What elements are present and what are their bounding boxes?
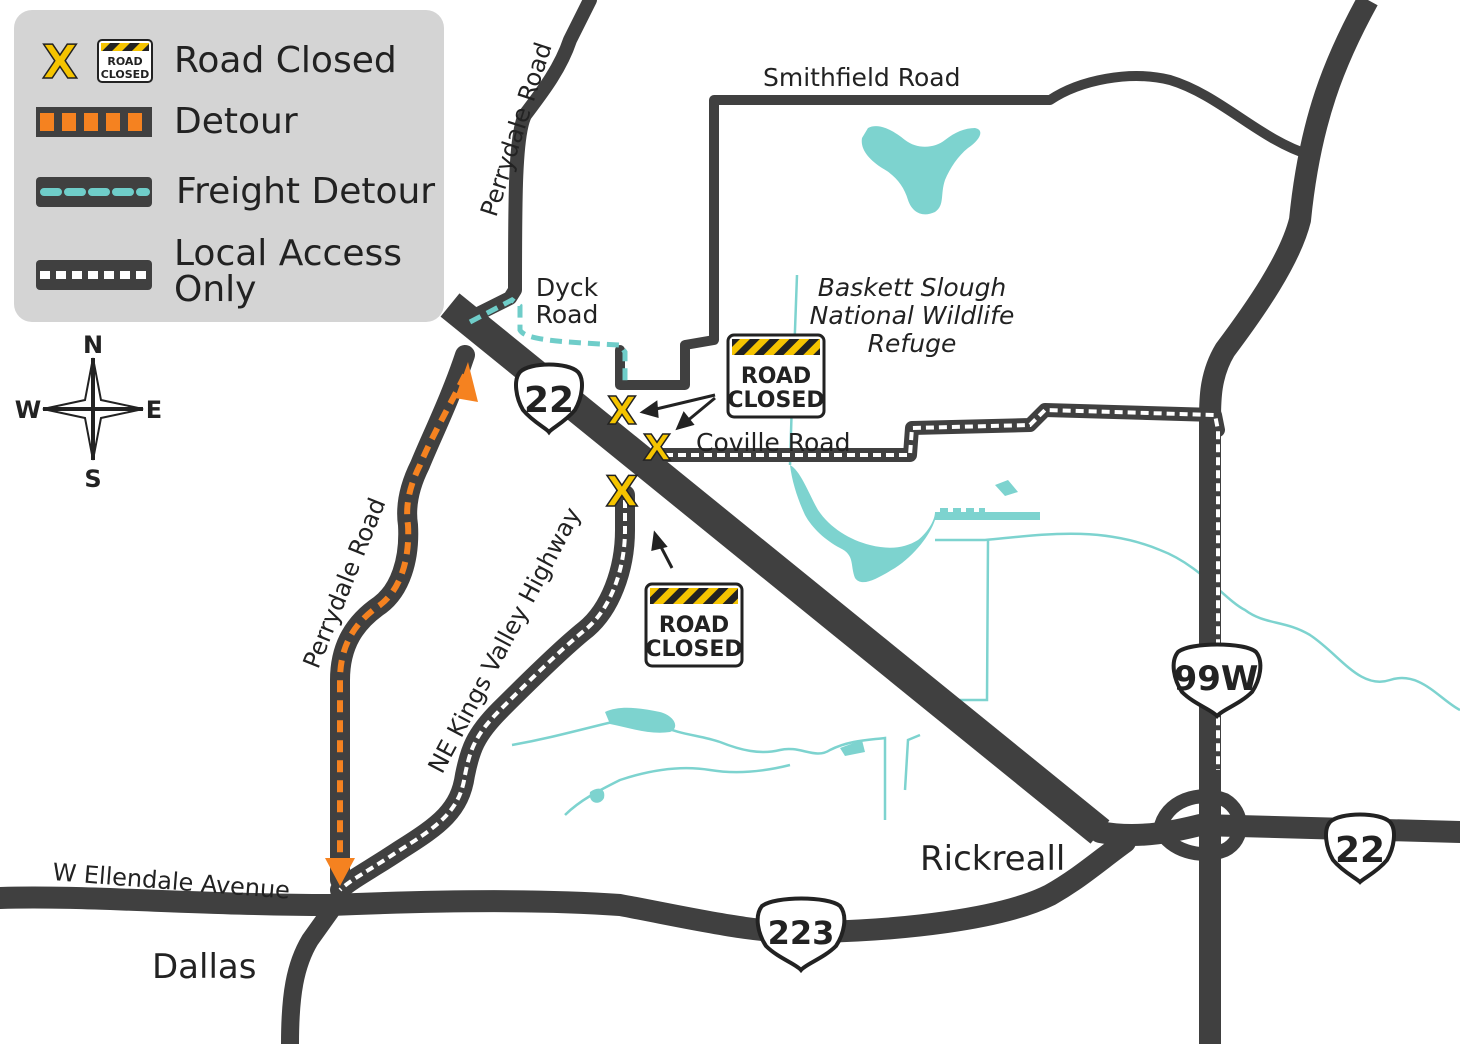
closure-marks: X X X bbox=[605, 388, 672, 517]
label-smithfield: Smithfield Road bbox=[763, 63, 960, 92]
legend-label-road-closed: Road Closed bbox=[174, 40, 397, 81]
detour-swatch bbox=[36, 107, 152, 137]
road-hwy223 bbox=[0, 831, 1136, 944]
pond-south-a bbox=[605, 707, 676, 733]
label-coville: Coville Road bbox=[696, 428, 850, 457]
compass-n: N bbox=[83, 331, 103, 359]
shield-hwy99w: 99W bbox=[1171, 642, 1263, 720]
stream-south bbox=[511, 718, 887, 820]
detour-perrydale bbox=[337, 373, 468, 860]
pointer-arrow-3 bbox=[658, 544, 674, 569]
legend-label-local-access-1: Local Access bbox=[174, 233, 402, 274]
local-access-kings-valley bbox=[338, 500, 627, 892]
water-small-blobs bbox=[589, 707, 865, 803]
freight-detour-swatch bbox=[36, 177, 152, 207]
label-dyck-line1: Dyck bbox=[536, 273, 599, 302]
legend-sign-line1: ROAD bbox=[107, 55, 142, 68]
legend-label-local-access-2: Only bbox=[174, 269, 257, 310]
road-smithfield bbox=[615, 71, 1315, 390]
local-access-lines bbox=[338, 407, 1220, 892]
sign2-line2: CLOSED bbox=[645, 637, 742, 662]
stream-small bbox=[903, 733, 921, 791]
legend-road-closed: X ROAD CLOSED Road Closed bbox=[36, 38, 397, 84]
lake-north bbox=[861, 126, 981, 215]
legend-detour: Detour bbox=[36, 104, 298, 140]
road-hwy99w bbox=[1199, 0, 1378, 1044]
legend-sign-line2: CLOSED bbox=[101, 68, 150, 81]
legend-x-mark: X bbox=[42, 38, 77, 84]
road-closed-sign-2: ROAD CLOSED bbox=[644, 582, 744, 668]
road-closed-icon: X ROAD CLOSED bbox=[42, 38, 153, 84]
shield-hwy22-b: 22 bbox=[1324, 812, 1396, 885]
legend-label-detour: Detour bbox=[174, 101, 298, 142]
lake-refuge bbox=[790, 465, 1040, 583]
pond-south-b bbox=[589, 788, 605, 803]
compass-e: E bbox=[146, 396, 162, 424]
local-access-coville bbox=[665, 407, 1220, 770]
label-refuge-line3: Refuge bbox=[868, 329, 957, 358]
label-rickreall: Rickreall bbox=[920, 839, 1065, 879]
shield-hwy223-number: 223 bbox=[768, 914, 835, 952]
sign2-line1: ROAD bbox=[659, 613, 729, 638]
compass-rose: N S W E bbox=[15, 331, 162, 493]
sign1-line1: ROAD bbox=[741, 364, 811, 389]
label-refuge-line2: National Wildlife bbox=[810, 301, 1015, 330]
label-dallas: Dallas bbox=[152, 947, 256, 987]
stream-vertical bbox=[945, 539, 990, 702]
road-perrydale-north bbox=[463, 0, 597, 325]
map-legend: X ROAD CLOSED Road Closed Detour Freight… bbox=[14, 10, 444, 322]
closure-x-kings-valley: X bbox=[606, 467, 638, 516]
road-dallas-south bbox=[281, 899, 343, 1044]
detour-arrow-north bbox=[455, 362, 478, 402]
detour-arrows bbox=[325, 362, 478, 886]
shield-hwy22-b-number: 22 bbox=[1335, 830, 1385, 871]
compass-w: W bbox=[15, 396, 41, 424]
closure-x-dyck: X bbox=[607, 389, 636, 433]
sign1-line2: CLOSED bbox=[727, 388, 824, 413]
pointer-arrow-1 bbox=[651, 393, 716, 412]
detour-lines bbox=[337, 373, 468, 860]
local-access-swatch bbox=[36, 260, 152, 290]
pond-east bbox=[995, 480, 1018, 496]
road-interchange bbox=[1153, 789, 1247, 861]
pointer-arrow-2 bbox=[685, 396, 716, 424]
shield-hwy22-a: 22 bbox=[514, 362, 584, 436]
legend-label-freight-detour: Freight Detour bbox=[176, 171, 436, 212]
legend-local-access: Local Access Only bbox=[36, 236, 402, 310]
label-refuge-line1: Baskett Slough bbox=[818, 273, 1007, 302]
legend-freight-detour: Freight Detour bbox=[36, 174, 435, 210]
shield-hwy99w-number: 99W bbox=[1174, 659, 1259, 699]
detour-arrow-south bbox=[325, 858, 355, 886]
road-closed-sign-1: ROAD CLOSED bbox=[726, 333, 826, 419]
pond-south-c bbox=[840, 740, 865, 756]
freight-detour-dyck bbox=[468, 297, 628, 385]
shield-hwy22-a-number: 22 bbox=[524, 380, 574, 421]
compass-s: S bbox=[84, 465, 101, 493]
label-dyck-line2: Road bbox=[536, 300, 599, 329]
water-features bbox=[790, 126, 1040, 583]
shield-hwy223: 223 bbox=[755, 896, 847, 974]
freight-detour-lines bbox=[468, 297, 628, 385]
stream-east bbox=[935, 532, 1460, 712]
sign-pointer-arrows bbox=[639, 393, 716, 569]
closure-x-coville: X bbox=[643, 428, 671, 469]
